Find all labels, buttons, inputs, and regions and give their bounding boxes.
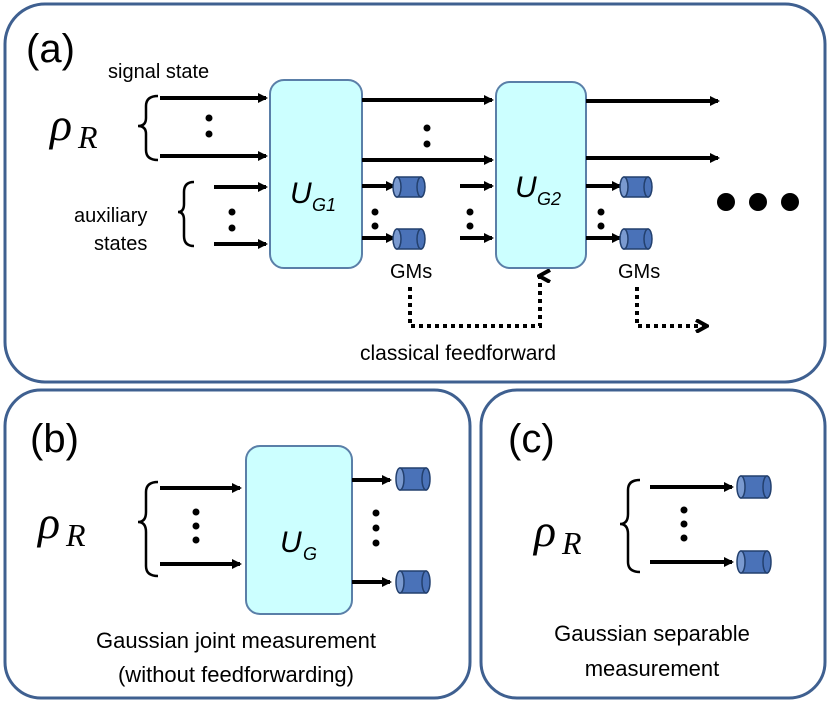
panel-b-input-dots (192, 508, 200, 544)
signal-brace (137, 94, 159, 162)
panel-b-output-dots (372, 509, 380, 547)
gms-label-1: GMs (390, 261, 432, 283)
gate-ug1-label: U (290, 177, 312, 210)
panel-a-border (3, 2, 827, 384)
signal-state-label: signal state (108, 61, 209, 83)
rho-symbol: ρ (48, 99, 72, 150)
feedforward-path-2 (635, 287, 706, 326)
detector-icon (736, 475, 772, 499)
gate-ug2-subscript: G2 (537, 189, 561, 209)
rho-symbol: ρ (36, 497, 60, 548)
auxiliary-brace (177, 180, 195, 248)
auxiliary-label-line1: auxiliary (74, 205, 147, 227)
rho-symbol: ρ (532, 505, 556, 556)
panel-c-dots (680, 506, 688, 542)
detector-icon (736, 550, 772, 574)
panel-c-label: (c) (508, 417, 555, 461)
signal-input-dots (205, 114, 213, 138)
feedforward-path-1 (408, 276, 540, 328)
detector-icon (619, 176, 653, 198)
gate-ug-label: U (280, 526, 302, 559)
panel-c-brace (619, 478, 641, 574)
panel-b-border (3, 388, 472, 700)
feedforward-label: classical feedforward (360, 342, 556, 365)
rho-subscript: R (77, 119, 98, 155)
continuation-dots (717, 193, 799, 211)
detector-icon (392, 176, 426, 198)
gate-ug2-label: U (515, 171, 537, 204)
ug2-aux-input-dots (466, 208, 474, 230)
detector-icon (395, 467, 431, 491)
ug2-output-dots (597, 208, 605, 230)
rho-subscript: R (65, 517, 86, 553)
detector-icon (619, 228, 653, 250)
detector-icon (392, 228, 426, 250)
aux-input-dots (228, 208, 236, 232)
panel-b-brace (137, 480, 159, 578)
panel-c-caption-line1: Gaussian separable (554, 621, 750, 646)
panel-c: (c) ρ R Gaussian separable measurement (479, 388, 827, 700)
panel-b-caption-line2: (without feedforwarding) (118, 662, 354, 687)
panel-c-border (479, 388, 827, 700)
panel-a-label: (a) (26, 27, 75, 71)
mid-signal-dots (423, 124, 431, 148)
gate-ug1 (269, 79, 363, 269)
panel-b-label: (b) (30, 417, 79, 461)
detector-icon (395, 570, 431, 594)
gate-ug1-subscript: G1 (312, 195, 336, 215)
ug1-output-dots (371, 208, 379, 230)
panel-b: (b) ρ R U G Gaussian (3, 388, 472, 700)
rho-subscript: R (561, 525, 582, 561)
gate-ug-subscript: G (303, 544, 317, 564)
auxiliary-label-line2: states (94, 233, 147, 255)
panel-b-caption-line1: Gaussian joint measurement (96, 628, 376, 653)
gate-ug2 (495, 81, 587, 269)
gate-ug (245, 445, 353, 615)
panel-c-caption-line2: measurement (585, 656, 720, 681)
gms-label-2: GMs (618, 261, 660, 283)
panel-a: (a) signal state ρ R auxiliary states U … (3, 2, 827, 384)
